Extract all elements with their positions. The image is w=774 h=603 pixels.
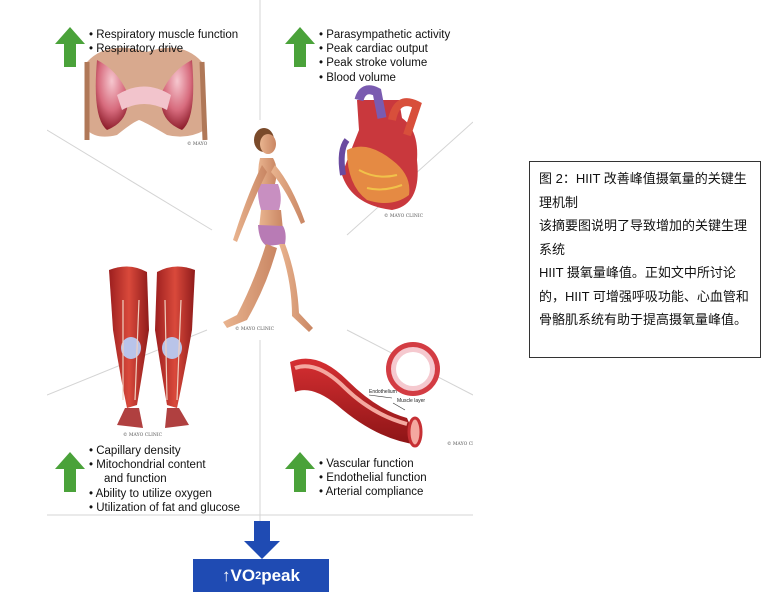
svg-text:© MAYO CLINIC: © MAYO CLINIC bbox=[123, 431, 163, 438]
list-item: • Respiratory muscle function bbox=[89, 29, 239, 41]
list-item: and function bbox=[104, 473, 167, 486]
list-item: • Vascular function bbox=[319, 458, 414, 470]
list-item: • Blood volume bbox=[319, 71, 396, 84]
blood-vessel-illustration: Endothelium Muscle layer © MAYO CLINIC bbox=[290, 342, 473, 448]
up-arrow-icon bbox=[55, 27, 85, 67]
caption-title: 图 2：HIIT 改善峰值摄氧量的关键生理机制 bbox=[539, 171, 747, 210]
list-item: • Peak stroke volume bbox=[319, 57, 428, 70]
list-item: • Ability to utilize oxygen bbox=[89, 487, 212, 500]
svg-text:© MAYO CLINIC: © MAYO CLINIC bbox=[447, 440, 473, 447]
list-item: • Parasympathetic activity bbox=[319, 29, 451, 41]
heart-illustration: © MAYO CLINIC bbox=[338, 85, 424, 219]
lungs-illustration: © MAYO bbox=[84, 47, 208, 147]
peak-label: peak bbox=[261, 565, 300, 585]
caption-line: 该摘要图说明了导致增加的关键生理系统 bbox=[539, 218, 748, 257]
endothelium-label: Endothelium bbox=[369, 389, 397, 395]
vessel-benefits-list: • Vascular function • Endothelial functi… bbox=[319, 457, 427, 500]
up-arrow-icon bbox=[285, 452, 315, 492]
list-item: • Utilization of fat and glucose bbox=[89, 501, 241, 514]
down-arrow-icon bbox=[244, 521, 280, 559]
svg-text:© MAYO: © MAYO bbox=[187, 140, 208, 147]
up-arrow-icon bbox=[285, 27, 315, 67]
list-item: • Mitochondrial content bbox=[89, 459, 206, 472]
caption-line: HIIT 摄氧量峰值。正如文中所讨论的，HIIT 可增强呼吸功能、心血管和骨骼肌… bbox=[539, 265, 749, 327]
vo2-label: VO bbox=[230, 565, 256, 585]
list-item: • Arterial compliance bbox=[319, 486, 424, 499]
list-item: • Peak cardiac output bbox=[319, 43, 428, 56]
up-arrow-icon bbox=[55, 452, 85, 492]
walking-woman-illustration: © MAYO CLINIC bbox=[223, 128, 313, 332]
svg-text:© MAYO CLINIC: © MAYO CLINIC bbox=[384, 212, 424, 219]
heart-benefits-list: • Parasympathetic activity • Peak cardia… bbox=[319, 28, 450, 85]
hiit-diagram: © MAYO © MAYO CLINIC © MAYO CLINIC bbox=[47, 0, 473, 522]
figure-caption: 图 2：HIIT 改善峰值摄氧量的关键生理机制 该摘要图说明了导致增加的关键生理… bbox=[529, 161, 761, 358]
muscle-layer-label: Muscle layer bbox=[397, 398, 425, 404]
leg-muscles-illustration: © MAYO CLINIC bbox=[109, 266, 195, 438]
lungs-benefits-list: • Respiratory muscle function • Respirat… bbox=[89, 28, 238, 56]
list-item: • Respiratory drive bbox=[89, 43, 184, 56]
list-item: • Capillary density bbox=[89, 445, 181, 457]
list-item: • Endothelial function bbox=[319, 472, 427, 485]
vo2-subscript: 2 bbox=[255, 569, 262, 582]
up-arrow-symbol: ↑ bbox=[222, 565, 231, 585]
diagram-illustrations: © MAYO © MAYO CLINIC © MAYO CLINIC bbox=[47, 0, 473, 522]
muscle-benefits-list: • Capillary density • Mitochondrial cont… bbox=[89, 444, 240, 515]
svg-text:© MAYO CLINIC: © MAYO CLINIC bbox=[235, 325, 275, 332]
